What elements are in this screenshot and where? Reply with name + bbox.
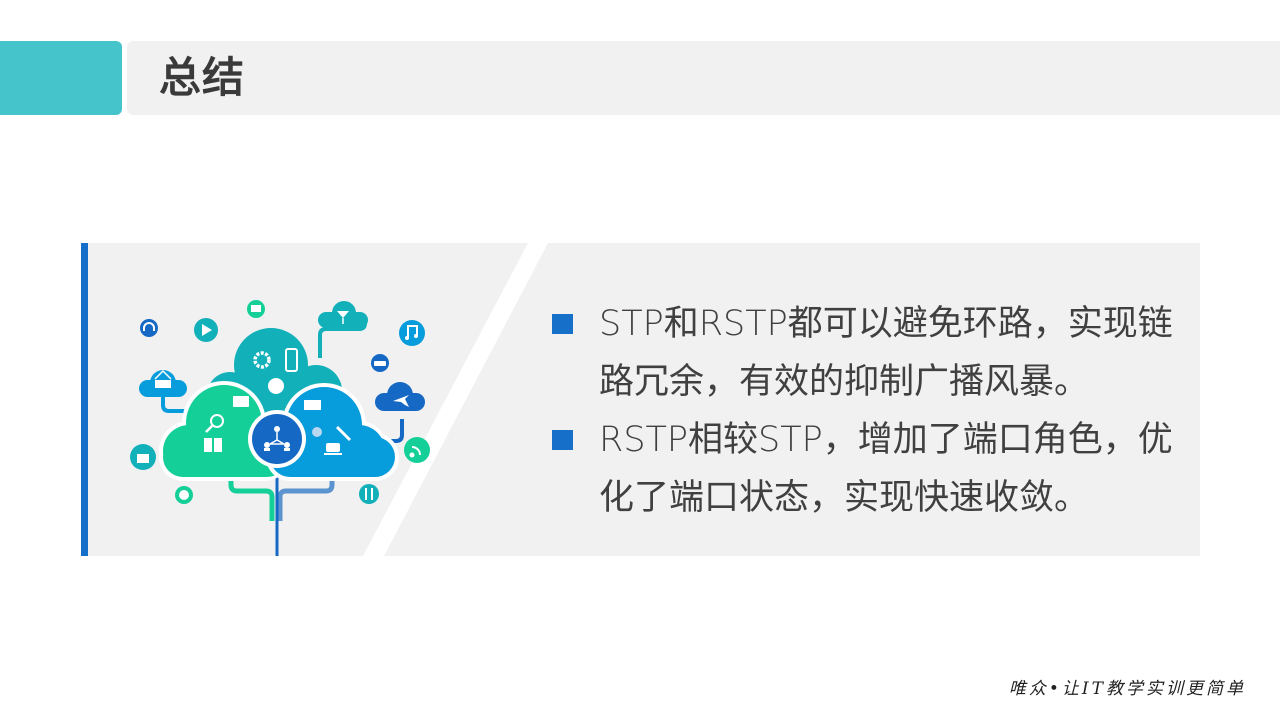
bullet-square-icon [552,430,573,450]
fork-knife-icon [359,484,379,504]
chat-icon [268,378,284,394]
cocktail-cloud [318,301,368,328]
bullet-square-icon [552,314,573,334]
card-accent-bar [81,243,88,556]
wrench-icon [335,425,352,442]
title-bar: 总结 [127,41,1280,115]
header-accent-block [0,41,122,115]
network-icon [248,410,306,468]
music-icon [399,320,425,346]
camera-icon [130,444,156,470]
briefcase-icon [233,396,249,407]
footer-slogan: 唯众•让IT教学实训更简单 [1008,679,1246,699]
diagonal-white-stripe [363,243,548,556]
airplane-cloud [375,382,425,411]
page-title: 总结 [159,53,246,102]
cocktail-icon [337,311,349,318]
card-icon [304,400,321,410]
bullet-item: STP和RSTP都可以避免环路，实现链路冗余，有效的抑制广播风暴。 [552,295,1192,411]
search-icon [210,414,224,428]
cloud-network-illustration [130,300,430,556]
play-icon [194,318,218,342]
rss-icon [404,437,430,463]
coffee-icon [326,443,340,452]
mail-icon [247,300,265,318]
bullet-item: RSTP相较STP，增加了端口角色，优化了端口状态，实现快速收敛。 [552,411,1192,527]
car-icon [371,354,389,372]
bullet-list: STP和RSTP都可以避免环路，实现链路冗余，有效的抑制广播风暴。 RSTP相较… [552,295,1192,527]
basket-cloud [139,369,187,397]
book-icon [204,438,212,452]
globe-icon [175,486,193,504]
phone-icon [285,348,298,372]
basket-icon [155,380,171,388]
summary-card: STP和RSTP都可以避免环路，实现链路冗余，有效的抑制广播风暴。 RSTP相较… [81,243,1200,556]
location-icon [312,427,322,437]
bullet-text: RSTP相较STP，增加了端口角色，优化了端口状态，实现快速收敛。 [599,420,1173,518]
gear-icon [253,351,271,369]
bullet-text: STP和RSTP都可以避免环路，实现链路冗余，有效的抑制广播风暴。 [599,304,1173,402]
headphones-icon [140,319,158,337]
airplane-icon [393,395,409,407]
